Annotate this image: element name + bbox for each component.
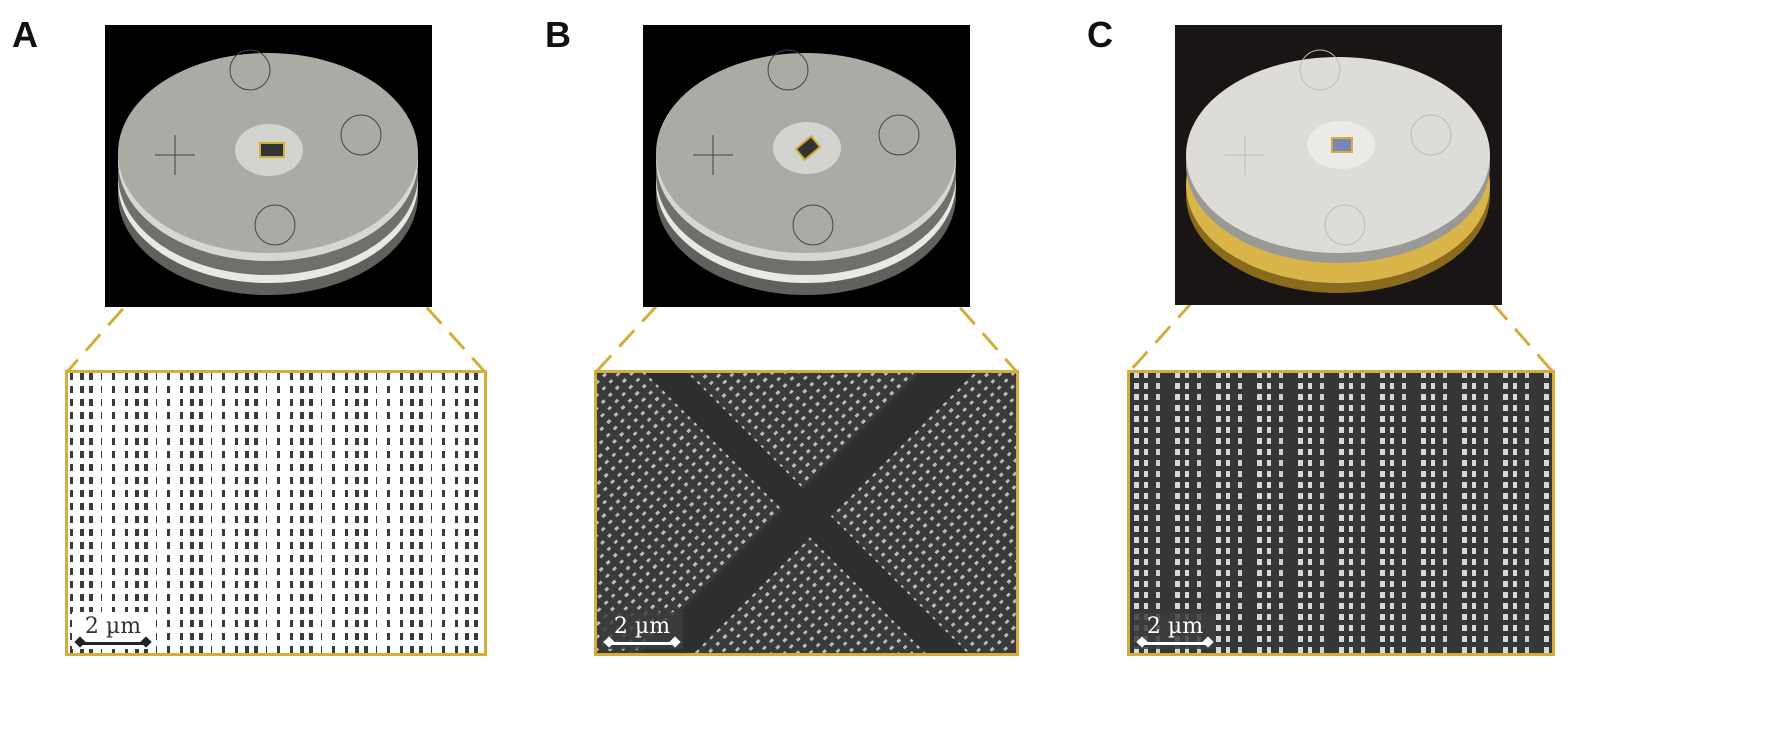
sample-holder-render-b: [643, 25, 970, 307]
scale-bar-label: 2 µm: [1146, 614, 1204, 639]
scale-bar-label: 2 µm: [84, 614, 142, 639]
sem-image-zoom-c: 2 µm: [1127, 370, 1555, 656]
sem-image-zoom-b: 2 µm: [594, 370, 1019, 656]
scale-bar-a: 2 µm: [72, 612, 154, 649]
scale-bar-c: 2 µm: [1134, 612, 1216, 649]
sample-holder-render-a: [105, 25, 432, 307]
panel-label-c: C: [1087, 14, 1113, 55]
panel-label-a: A: [12, 14, 38, 55]
scale-bar-line: [609, 642, 675, 645]
design-layout-zoom-a: 2 µm: [65, 370, 487, 656]
sample-holder-photo-c: [1175, 25, 1502, 305]
scale-bar-label: 2 µm: [613, 614, 671, 639]
panel-label-b: B: [545, 14, 571, 55]
scale-bar-b: 2 µm: [601, 612, 683, 649]
scale-bar-line: [80, 642, 146, 645]
scale-bar-line: [1142, 642, 1208, 645]
